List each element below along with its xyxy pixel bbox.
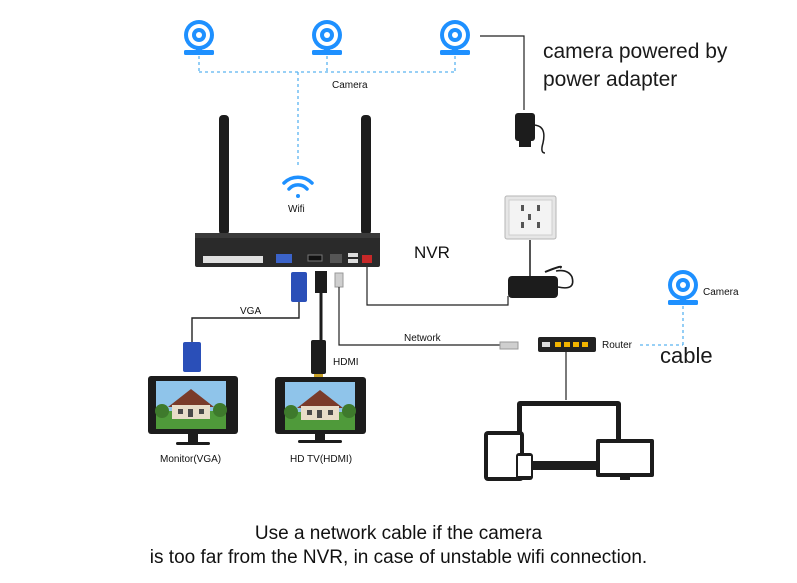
- label-nvr: NVR: [414, 243, 450, 262]
- camera-icon: [440, 20, 470, 55]
- caption-line2: is too far from the NVR, in case of unst…: [149, 547, 648, 568]
- router-icon: [538, 337, 596, 352]
- label-monitor: Monitor(VGA): [160, 454, 222, 465]
- label-hdtv: HD TV(HDMI): [290, 454, 353, 465]
- nvr-antenna: [219, 115, 371, 235]
- label-cable: cable: [660, 343, 713, 368]
- vga-cable: [183, 272, 307, 372]
- label-vga: VGA: [240, 306, 262, 317]
- monitor-icon: [148, 376, 238, 445]
- nvr-recorder: [195, 233, 380, 267]
- wifi-icon: [282, 175, 314, 198]
- power-adapter-icon: [515, 113, 546, 154]
- label-network: Network: [404, 333, 441, 344]
- label-wifi: Wifi: [288, 204, 305, 215]
- camera-power-line: [480, 35, 525, 110]
- desktop-monitor-icon: [596, 439, 654, 480]
- label-camera-power-line1: camera powered by: [543, 40, 728, 63]
- camera-icon: [668, 270, 698, 305]
- label-hdmi: HDMI: [333, 357, 359, 368]
- tablet-icon: [484, 431, 524, 481]
- power-brick-icon: [508, 240, 574, 298]
- nvr-power-line: [366, 262, 509, 306]
- label-router: Router: [602, 340, 633, 351]
- wireless-dashed-lines: [198, 56, 684, 346]
- wall-socket-icon: [504, 195, 557, 240]
- laptop-icon: [510, 401, 628, 470]
- hdmi-cable: [311, 271, 327, 381]
- tv-icon: [275, 377, 366, 443]
- phone-icon: [516, 453, 533, 480]
- label-camera-right: Camera: [703, 287, 739, 298]
- caption-line1: Use a network cable if the camera: [254, 523, 543, 544]
- label-camera-power-line2: power adapter: [543, 68, 678, 91]
- camera-icon: [184, 20, 214, 55]
- camera-icon: [312, 20, 342, 55]
- label-camera-top: Camera: [332, 80, 368, 91]
- network-cable: [334, 272, 519, 350]
